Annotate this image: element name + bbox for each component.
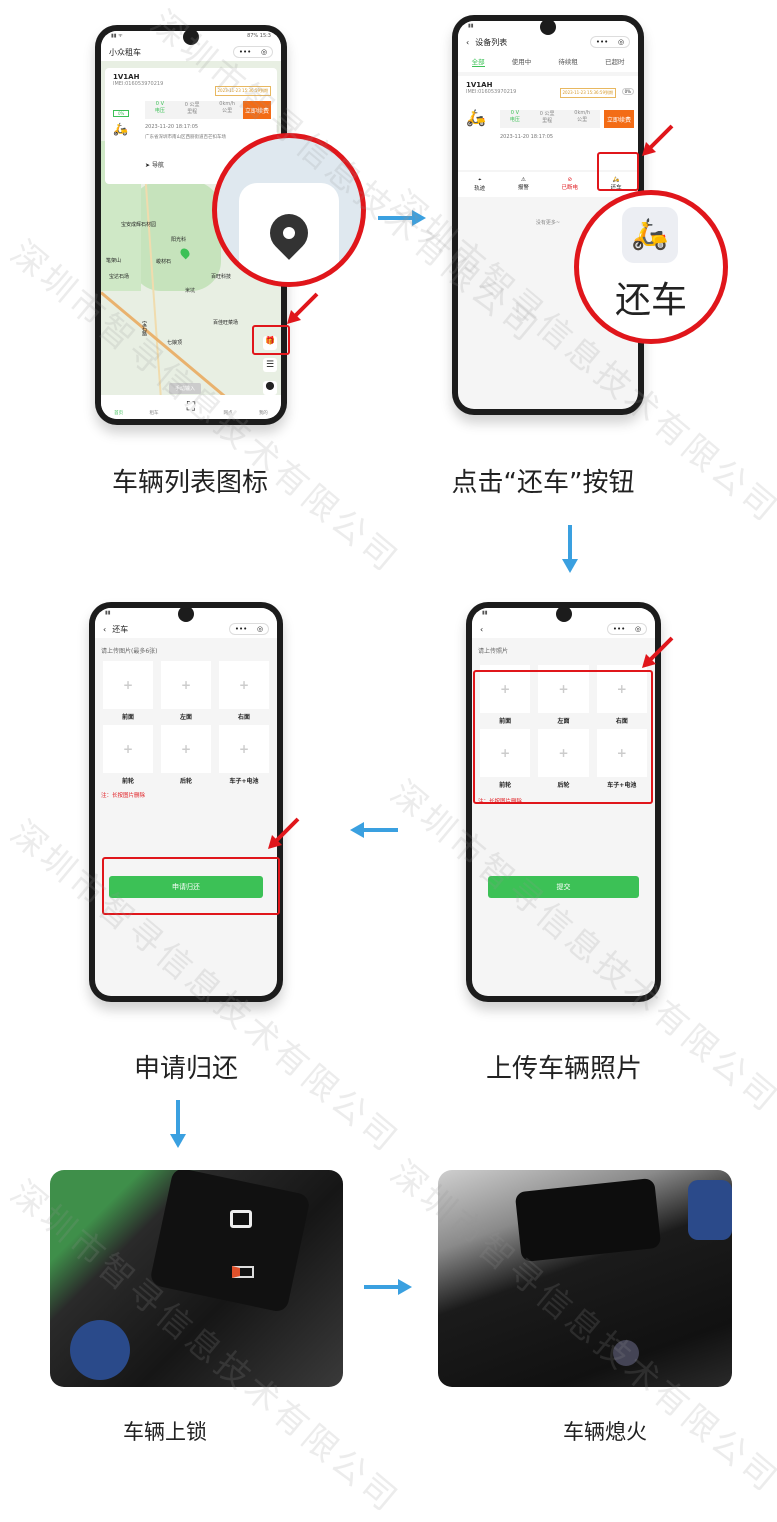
photo-scooter-off — [438, 1170, 732, 1387]
vehicle-address: 广东省深圳市南山区西丽街道百芒扣车场 — [145, 135, 226, 140]
tab-rent[interactable]: 租车 — [149, 411, 159, 416]
gift-icon[interactable]: 🎁 — [263, 336, 277, 350]
tab-outlets[interactable]: 网点 — [223, 411, 233, 416]
upload-slot[interactable]: +右面 — [219, 661, 269, 721]
capsule-menu[interactable]: •••◎ — [233, 46, 273, 58]
phone-device-list-screen: ▮▮ ‹设备列表•••◎ 全部 使用中 待续租 已超时 1V1AH IMEI:0… — [452, 15, 644, 415]
arrow-right-icon — [364, 1279, 412, 1295]
nav-bar: 小众租车 •••◎ — [101, 43, 281, 61]
scooter-icon: 🛵 — [622, 207, 678, 263]
scooter-icon: 🛵 — [113, 122, 128, 136]
back-icon[interactable]: ‹ — [103, 624, 107, 634]
photo-scooter-locked — [50, 1170, 343, 1387]
filter-tabs: 全部 使用中 待续租 已超时 — [458, 51, 638, 72]
scan-button[interactable]: ⛶ — [184, 397, 198, 416]
upload-slot[interactable]: +左面 — [538, 665, 589, 725]
step-caption: 车辆上锁 — [123, 1420, 207, 1444]
arrow-down-icon — [562, 525, 578, 573]
step-caption: 点击“还车”按钮 — [451, 468, 635, 498]
upload-slot[interactable]: +前面 — [480, 665, 531, 725]
tab-home[interactable]: 首页 — [114, 411, 124, 416]
renew-button[interactable]: 立即续费 — [243, 101, 271, 119]
action-bar: ⌖轨迹 ⚠报警 ⊘已断电 🛵还车 — [458, 172, 638, 197]
tab-overdue[interactable]: 已超时 — [604, 58, 625, 66]
power-cut-button[interactable]: ⊘已断电 — [561, 177, 579, 191]
battery-badge: 0% — [113, 110, 130, 117]
highlight-box — [597, 152, 639, 191]
lock-symbol-icon — [230, 1210, 252, 1228]
tab-mine[interactable]: 我的 — [258, 411, 268, 416]
delete-note: 注：长按图片删除 — [101, 793, 146, 799]
vehicle-imei: IMEI:016053970219 — [113, 81, 164, 87]
back-icon[interactable]: ‹ — [466, 37, 470, 47]
red-pointer-arrow-icon — [268, 817, 300, 849]
capsule-menu[interactable]: •••◎ — [229, 623, 269, 635]
alarm-button[interactable]: ⚠报警 — [517, 177, 529, 191]
manual-input-button[interactable]: 手动输入 — [169, 383, 202, 394]
list-icon[interactable]: ☰ — [263, 358, 277, 372]
scooter-icon: 🛵 — [466, 108, 486, 127]
step-caption: 车辆熄火 — [563, 1420, 647, 1444]
step-caption: 车辆列表图标 — [111, 468, 268, 498]
photo-upload-grid: +前面 +左面 +右面 +前轮 +后轮 +车子+电池 — [472, 661, 655, 793]
battery-symbol-icon — [232, 1266, 254, 1278]
bottom-tab-bar: 首页 租车 ⛶ 网点 我的 — [101, 395, 281, 419]
return-vehicle-button[interactable]: 🛵还车 — [610, 177, 622, 191]
red-pointer-arrow-icon — [642, 124, 674, 156]
page-title: 设备列表 — [475, 37, 508, 47]
upload-prompt: 请上传照片 — [478, 648, 509, 655]
location-pin-icon — [262, 206, 316, 260]
highlight-box — [473, 670, 653, 804]
tab-all[interactable]: 全部 — [471, 58, 485, 67]
upload-slot[interactable]: +车子+电池 — [596, 729, 647, 789]
track-button[interactable]: ⌖轨迹 — [474, 177, 486, 192]
upload-slot[interactable]: +前轮 — [480, 729, 531, 789]
upload-slot[interactable]: +后轮 — [538, 729, 589, 789]
zoom-label: 还车 — [614, 280, 687, 321]
apply-return-button[interactable]: 申请归还 — [109, 876, 263, 898]
vehicle-name: 1V1AH — [113, 73, 140, 81]
app-title: 小众租车 — [109, 47, 141, 57]
upload-slot[interactable]: +车子+电池 — [219, 725, 269, 785]
arrow-right-icon — [378, 210, 426, 226]
back-icon[interactable]: ‹ — [480, 624, 484, 634]
arrow-left-icon — [350, 822, 398, 838]
highlight-box — [102, 857, 280, 915]
camera-notch — [183, 31, 199, 45]
navigate-button[interactable]: ➤ 导航 — [145, 162, 164, 169]
step-caption: 申请归还 — [133, 1054, 238, 1084]
no-more-text: 没有更多~ — [535, 220, 561, 226]
zoom-circle-list-icon — [212, 133, 366, 287]
zoom-circle-return-button: 🛵 还车 — [574, 190, 728, 344]
upload-slot[interactable]: +左面 — [161, 661, 211, 721]
tab-pending-renewal[interactable]: 待续租 — [558, 58, 578, 66]
upload-slot[interactable]: +后轮 — [161, 725, 211, 785]
expire-badge: 2023-11-23 15:36:59到期 — [214, 86, 271, 96]
red-pointer-arrow-icon — [287, 292, 319, 324]
device-card[interactable]: 1V1AH IMEI:016053970219 2023-11-23 15:36… — [458, 76, 638, 170]
highlight-box — [252, 325, 290, 355]
renew-button[interactable]: 立即续费 — [604, 110, 634, 128]
arrow-down-icon — [170, 1100, 186, 1148]
upload-slot[interactable]: +前面 — [103, 661, 153, 721]
vehicle-card[interactable]: 1V1AH IMEI:016053970219 2023-11-23 15:36… — [105, 68, 277, 184]
step-caption: 上传车辆照片 — [485, 1054, 642, 1084]
photo-upload-grid: +前面 +左面 +右面 +前轮 +后轮 +车子+电池 — [95, 657, 277, 789]
page-title: 还车 — [112, 624, 129, 634]
capsule-menu[interactable]: •••◎ — [607, 623, 647, 635]
location-pin-icon[interactable]: ⬤ — [263, 381, 277, 395]
capsule-menu[interactable]: •••◎ — [590, 36, 630, 48]
upload-slot[interactable]: +前轮 — [103, 725, 153, 785]
upload-prompt: 请上传图片(最多6张) — [101, 648, 158, 655]
upload-slot[interactable]: +右面 — [596, 665, 647, 725]
submit-button[interactable]: 提交 — [488, 876, 639, 898]
red-pointer-arrow-icon — [642, 636, 674, 668]
tab-in-use[interactable]: 使用中 — [511, 58, 532, 66]
phone-return-apply-screen: ▮▮ ‹还车•••◎ 请上传图片(最多6张) +前面 +左面 +右面 +前轮 +… — [89, 602, 283, 1002]
